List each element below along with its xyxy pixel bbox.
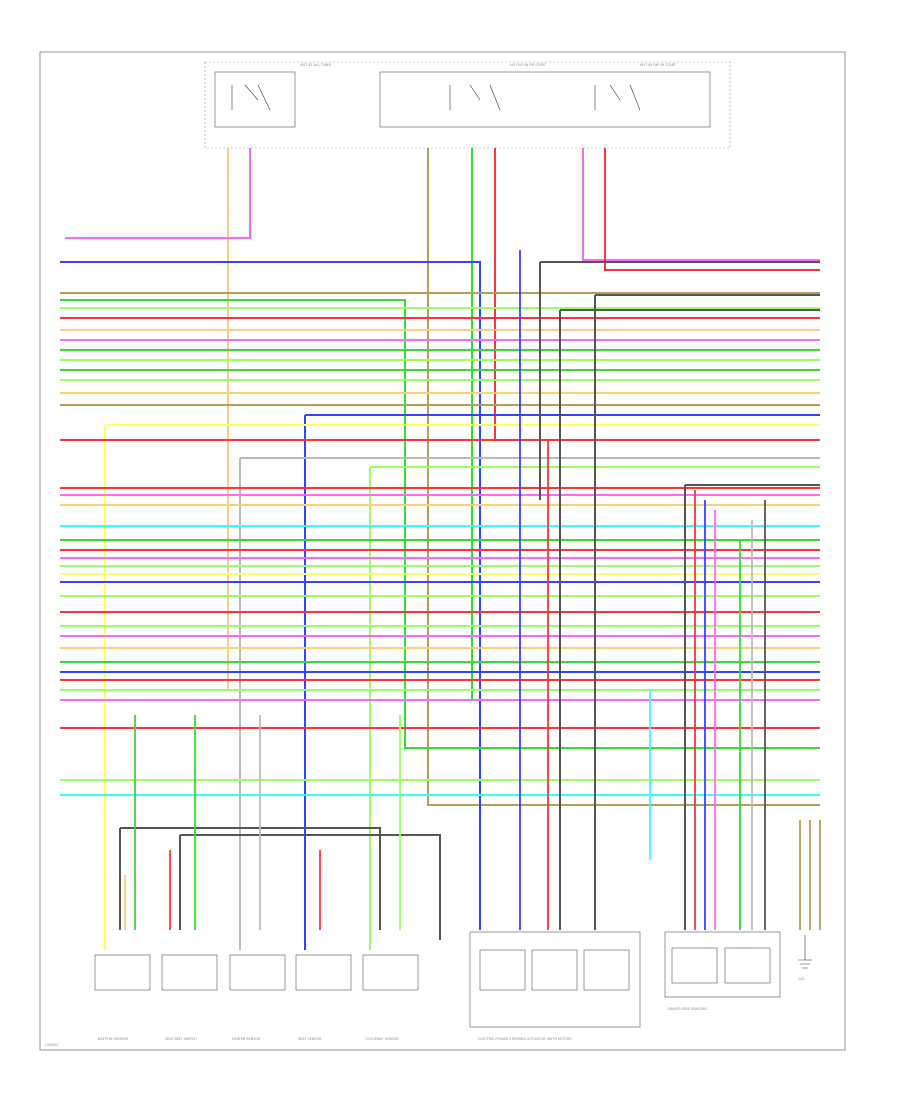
caption-driver-side: DRIVER SIDE SENSORS <box>668 1007 707 1011</box>
caption-eps: ELECTRIC POWER STEERING ACTUATOR (WITH M… <box>478 1037 573 1041</box>
top-label-3: HOT IN ON OR START <box>640 63 677 67</box>
bottom-left-verticals <box>124 715 401 930</box>
right-verticals <box>519 250 821 930</box>
bottom-sensor-boxes: BATTERY SENSOR SEAT BELT SWITCH HEATER S… <box>94 954 419 1041</box>
footer-code: G00000 <box>45 1043 58 1047</box>
caption-2: SEAT BELT SWITCH <box>165 1037 197 1041</box>
svg-text:G01: G01 <box>798 977 805 981</box>
horizontal-wires <box>60 261 820 950</box>
top-component-box: HOT AT ALL TIMES HOT IN ON OR START HOT … <box>204 61 731 149</box>
caption-5: OCCUPANT SENSOR <box>365 1037 399 1041</box>
gray-wires-right <box>119 261 820 940</box>
vertical-wires-top <box>65 148 820 806</box>
caption-4: SEAT SENSOR <box>298 1037 322 1041</box>
ground-symbol: G01 <box>798 935 812 981</box>
top-label-1: HOT AT ALL TIMES <box>300 63 331 67</box>
top-label-2: HOT IN ON OR START <box>510 63 547 67</box>
caption-3: HEATER SENSOR <box>232 1037 261 1041</box>
bottom-right-components: ELECTRIC POWER STEERING ACTUATOR (WITH M… <box>469 931 781 1041</box>
caption-1: BATTERY SENSOR <box>98 1037 129 1041</box>
diagram-frame <box>39 51 846 1051</box>
